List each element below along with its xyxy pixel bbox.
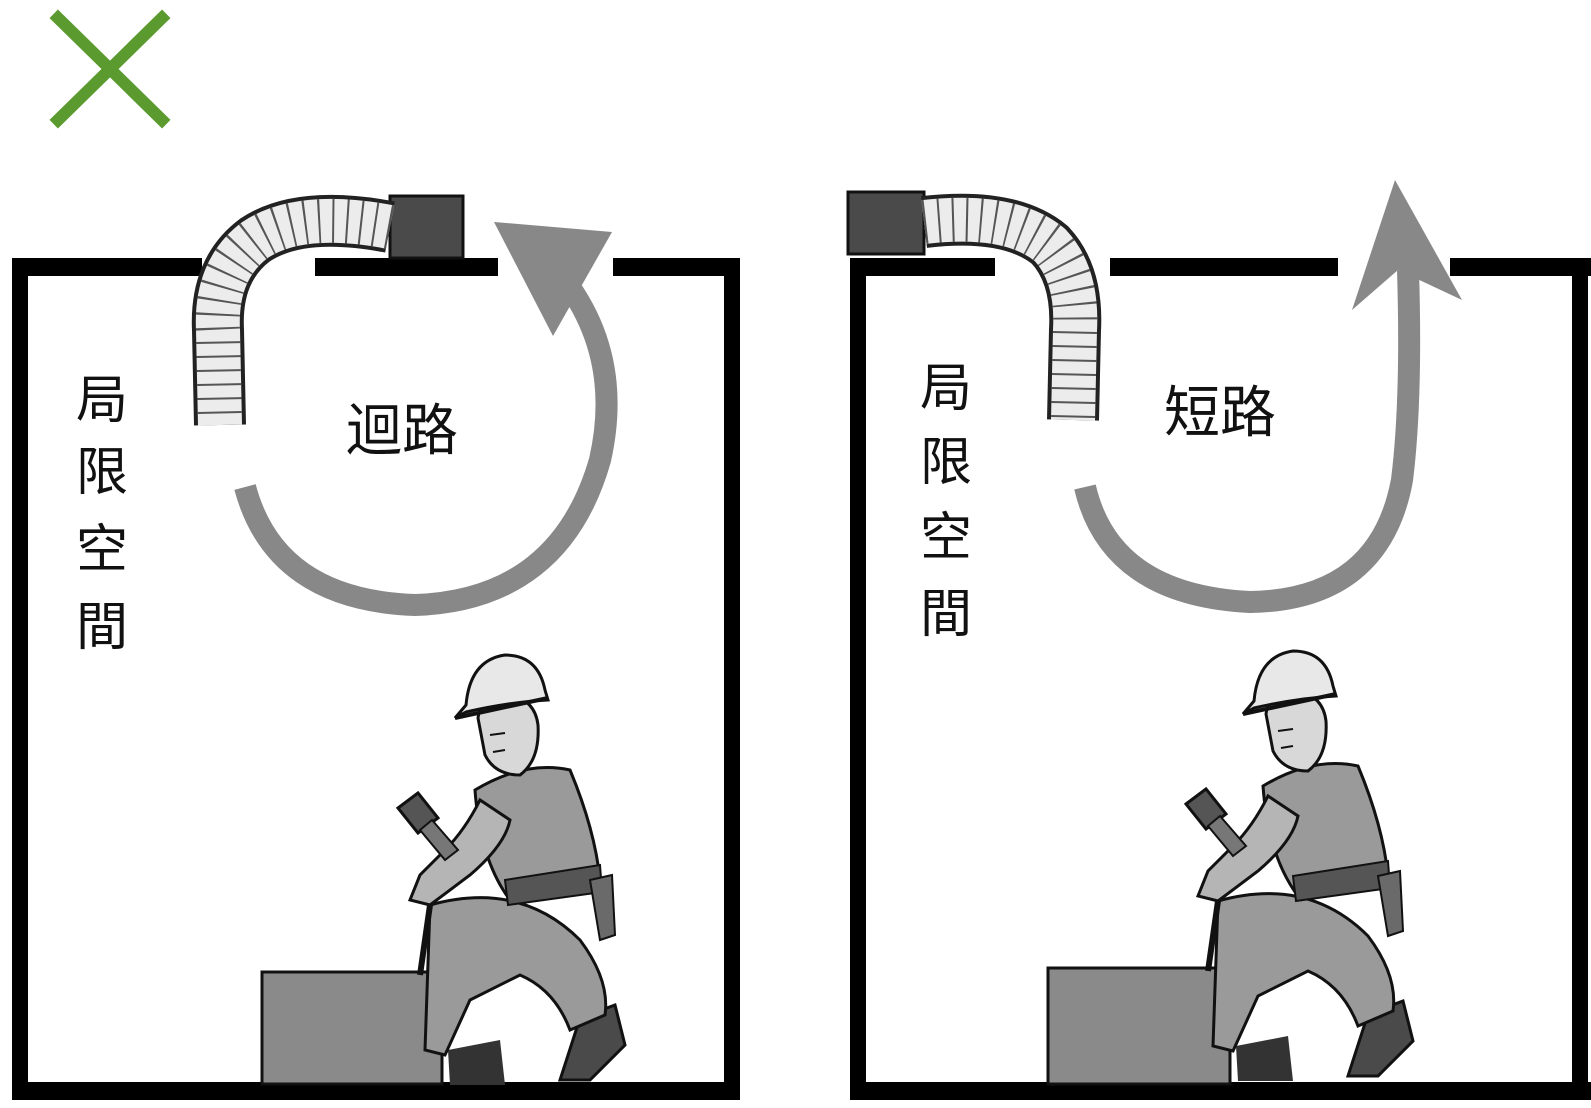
svg-text:間: 間 [920, 585, 972, 645]
svg-text:限: 限 [76, 443, 128, 503]
confined-space-walls [12, 258, 740, 1100]
flow-label: 短路 [1164, 381, 1276, 446]
space-label: 局 限 空 間 [76, 371, 128, 658]
panel-short-circuit: 局 限 空 間 短路 [846, 180, 1591, 1100]
svg-text:空: 空 [76, 520, 128, 580]
svg-text:限: 限 [920, 433, 972, 493]
confined-space-walls [850, 258, 1591, 1100]
blower-unit [388, 194, 465, 260]
flow-label: 迴路 [346, 399, 458, 464]
worker-figure [398, 655, 625, 1085]
cross-mark-icon [49, 9, 171, 129]
short-circuit-arrow [1074, 180, 1462, 614]
equipment-box [260, 970, 444, 1086]
svg-text:局: 局 [920, 359, 972, 419]
worker-figure [1186, 651, 1413, 1081]
space-label: 局 限 空 間 [920, 359, 972, 645]
equipment-box [1046, 966, 1232, 1086]
svg-text:空: 空 [920, 508, 972, 568]
svg-text:局: 局 [76, 371, 128, 431]
recirculation-arrow [234, 222, 618, 617]
svg-text:間: 間 [76, 598, 128, 658]
blower-unit [846, 190, 926, 256]
panel-recirculation: 局 限 空 間 迴路 [12, 194, 740, 1100]
